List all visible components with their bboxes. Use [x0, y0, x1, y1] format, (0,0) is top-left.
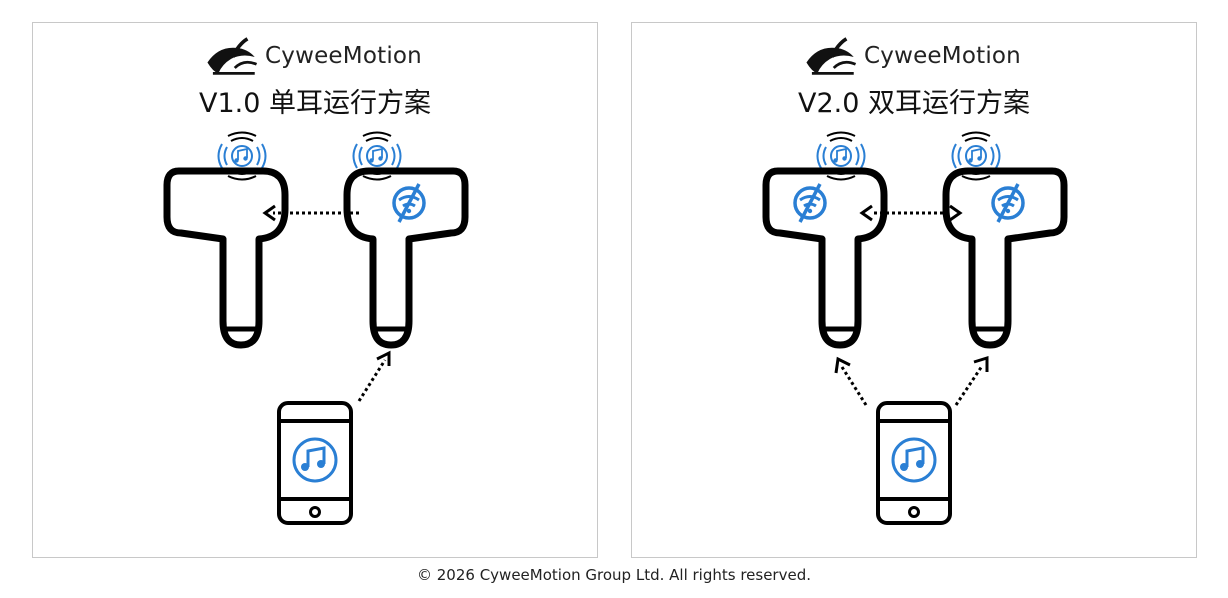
no-signal-icon — [392, 182, 426, 224]
copyright-footer: © 2026 CyweeMotion Group Ltd. All rights… — [417, 566, 811, 584]
no-signal-icon — [991, 182, 1025, 224]
smartphone-icon — [876, 401, 952, 525]
panel-v1: CyweeMotion V1.0 单耳运行方案 — [32, 22, 598, 558]
dotted-arrow-icon — [834, 356, 868, 406]
dotted-arrow-icon — [357, 350, 391, 402]
no-signal-icon — [793, 182, 827, 224]
diagram-art — [33, 131, 599, 525]
brand-name: CyweeMotion — [265, 43, 422, 69]
smartphone-icon — [277, 401, 353, 525]
dotted-arrow-icon — [262, 204, 359, 222]
scheme-title: V2.0 双耳运行方案 — [798, 88, 1030, 119]
dotted-arrow-icon — [954, 355, 989, 406]
diagram-art — [632, 131, 1198, 525]
scheme-title: V1.0 单耳运行方案 — [199, 88, 431, 119]
earbud-icon — [167, 171, 285, 345]
panel-v2: CyweeMotion V2.0 双耳运行方案 — [631, 22, 1197, 558]
brand-header: CyweeMotion — [632, 35, 1196, 79]
dotted-arrow-icon — [859, 204, 963, 222]
brand-name: CyweeMotion — [864, 43, 1021, 69]
brand-header: CyweeMotion — [33, 35, 597, 79]
